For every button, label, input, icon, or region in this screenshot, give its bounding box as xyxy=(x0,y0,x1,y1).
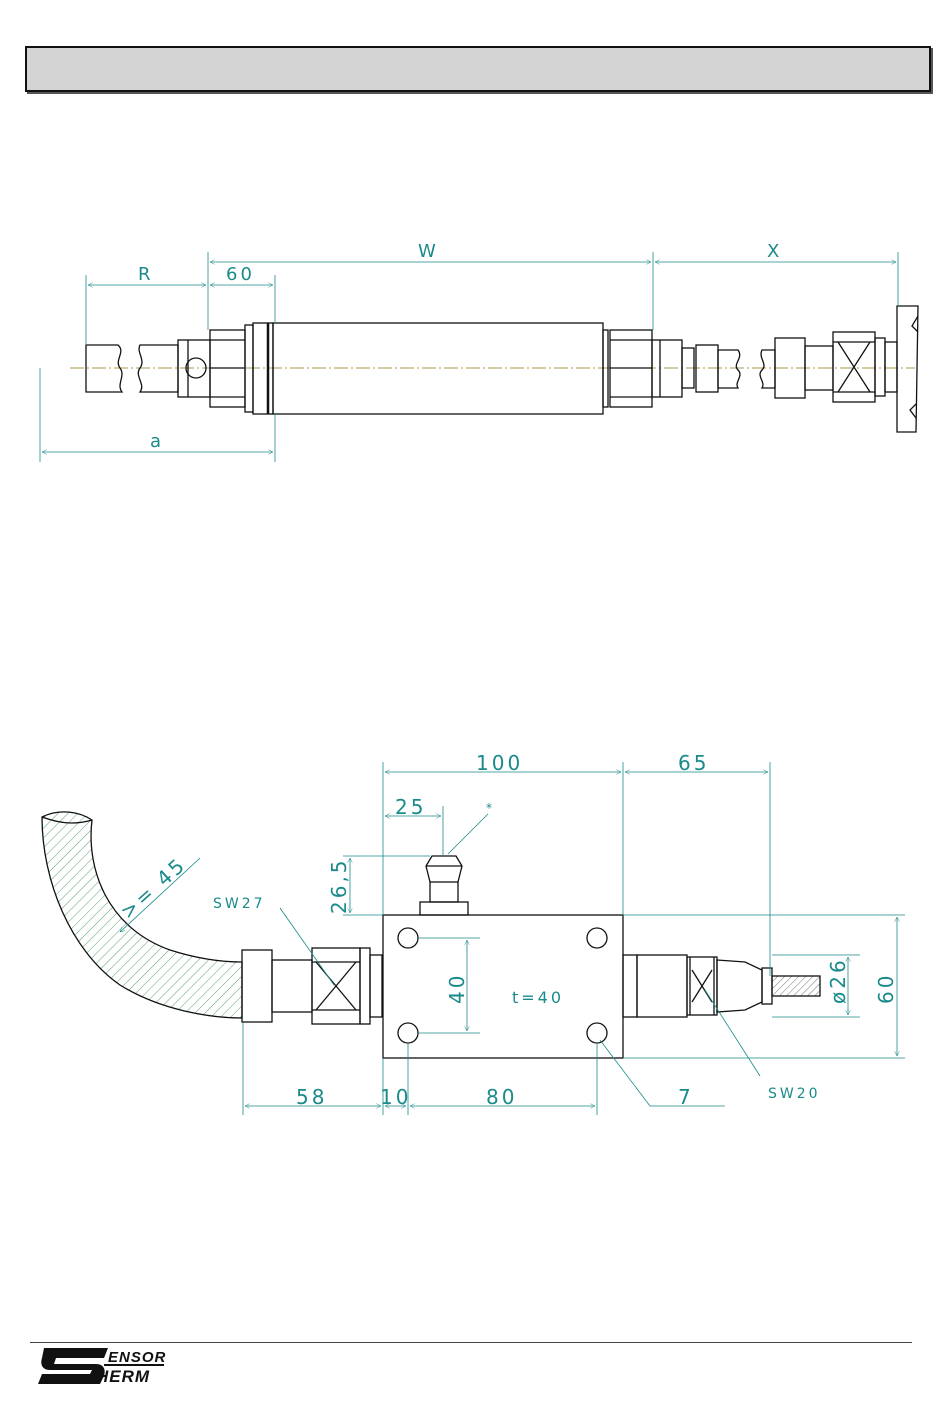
label-sw20: SW20 xyxy=(768,1086,821,1102)
label-W: W xyxy=(418,241,439,262)
label-100: 100 xyxy=(476,751,523,775)
label-t40: t=40 xyxy=(512,988,564,1007)
label-26-5: 26,5 xyxy=(327,857,351,914)
leader-7 xyxy=(600,1040,650,1106)
bottom-labels: 100 65 25 * 26,5 >= 45 SW27 40 t=40 ø26 … xyxy=(115,751,898,1109)
label-60-top: 60 xyxy=(226,264,255,285)
bent-hose xyxy=(42,812,242,1018)
main-body xyxy=(273,323,603,414)
label-sw27: SW27 xyxy=(213,896,266,912)
label-R: R xyxy=(138,264,154,285)
label-bend: >= 45 xyxy=(115,852,191,924)
footer-rule xyxy=(30,1342,912,1343)
svg-text:ENSOR: ENSOR xyxy=(108,1349,166,1366)
label-a: a xyxy=(150,431,164,452)
label-dia26: ø26 xyxy=(826,957,850,1004)
label-58: 58 xyxy=(296,1085,327,1109)
top-drawing xyxy=(40,252,918,462)
label-60-side: 60 xyxy=(874,973,898,1004)
connector-taper xyxy=(717,960,762,1012)
label-25: 25 xyxy=(395,795,426,819)
fitting-right xyxy=(652,340,682,397)
mount-hole xyxy=(398,928,418,948)
cable-out xyxy=(772,976,820,996)
mount-hole xyxy=(587,928,607,948)
nipple-base xyxy=(420,902,468,915)
label-65: 65 xyxy=(678,751,709,775)
connector-right xyxy=(623,955,637,1017)
label-40: 40 xyxy=(445,973,469,1004)
hose-cap xyxy=(242,950,272,1022)
fitting-left xyxy=(178,340,210,397)
label-80: 80 xyxy=(486,1085,517,1109)
leader-star xyxy=(448,814,488,854)
flange-left xyxy=(245,325,253,412)
mount-hole xyxy=(398,1023,418,1043)
tube-left xyxy=(138,345,178,392)
leader-sw20 xyxy=(705,990,760,1076)
hex-nut-right xyxy=(603,330,608,407)
svg-text:HERM: HERM xyxy=(96,1367,150,1386)
tube-right-2 xyxy=(760,350,775,388)
tube-right xyxy=(718,350,740,388)
bottom-drawing xyxy=(42,762,905,1115)
end-plate xyxy=(897,306,918,432)
label-X: X xyxy=(767,241,782,262)
leader-sw27 xyxy=(280,908,334,985)
sensortherm-logo: ENSOR HERM xyxy=(38,1348,166,1386)
top-labels: R 60 W X a xyxy=(138,241,782,452)
flange-ring xyxy=(253,323,273,414)
label-10: 10 xyxy=(380,1085,411,1109)
mount-hole xyxy=(587,1023,607,1043)
label-star: * xyxy=(486,801,495,815)
label-7: 7 xyxy=(678,1085,694,1109)
nipple-barb xyxy=(426,856,462,882)
cable-stub-left xyxy=(86,345,122,392)
